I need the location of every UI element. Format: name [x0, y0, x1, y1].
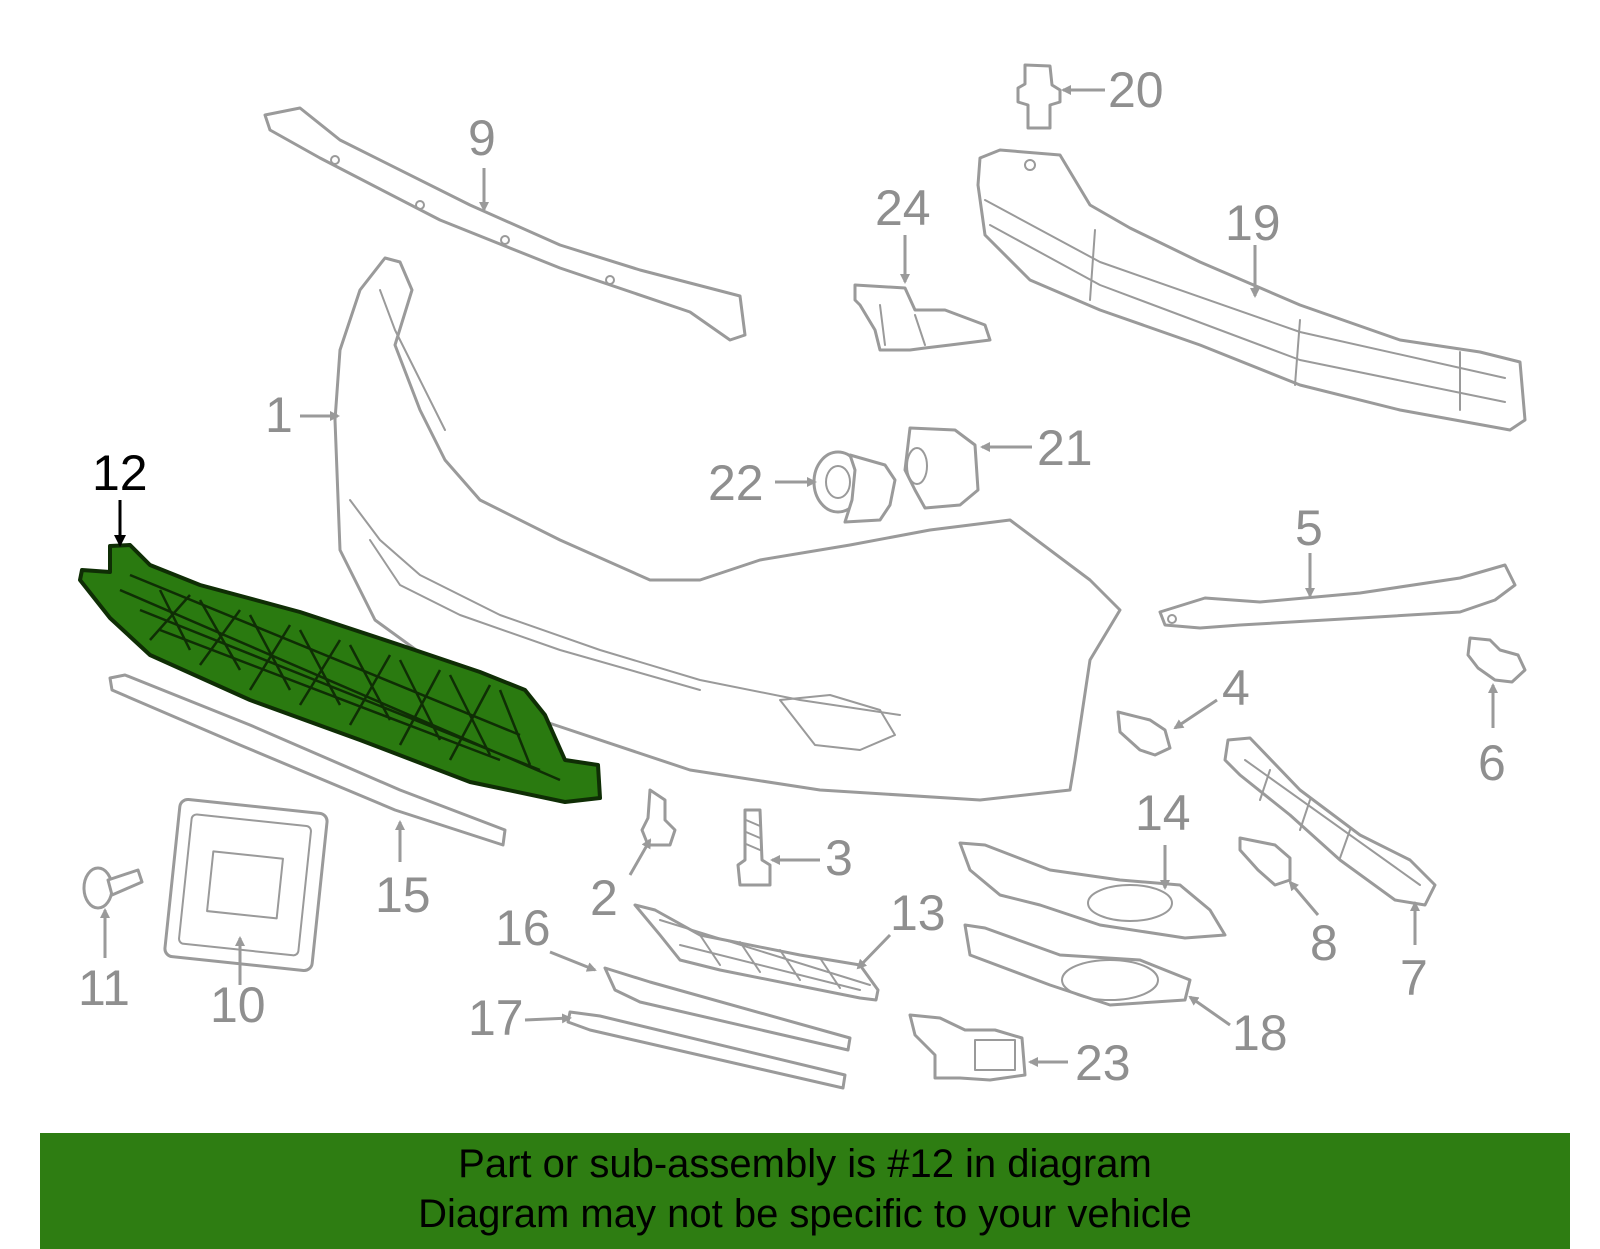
banner-line-2: Diagram may not be specific to your vehi… — [418, 1192, 1192, 1236]
part-22-sensor-retainer — [812, 450, 897, 524]
parts-diagram: 9 1 12 15 10 11 2 3 16 17 13 14 18 23 19… — [78, 62, 1527, 1091]
callout-6: 6 — [1478, 735, 1506, 791]
part-5-side-bracket — [1158, 563, 1517, 630]
callout-15: 15 — [375, 867, 431, 923]
callout-1: 1 — [265, 387, 293, 443]
info-banner: Part or sub-assembly is #12 in diagram D… — [40, 1133, 1570, 1249]
callout-2: 2 — [590, 870, 618, 926]
callout-13: 13 — [890, 885, 946, 941]
banner-line-1: Part or sub-assembly is #12 in diagram — [458, 1142, 1152, 1186]
part-2-clip — [640, 788, 677, 847]
leader-lines — [100, 85, 1498, 1067]
callout-4: 4 — [1222, 660, 1250, 716]
part-24-bracket — [853, 283, 992, 352]
callout-labels: 9 1 12 15 10 11 2 3 16 17 13 14 18 23 19… — [78, 62, 1506, 1091]
part-11-push-clip — [82, 866, 144, 910]
callout-12: 12 — [92, 445, 148, 501]
part-9-upper-bracket — [263, 106, 747, 342]
part-18-fog-ring — [963, 923, 1192, 1007]
part-3-bolt — [736, 808, 772, 887]
callout-5: 5 — [1295, 500, 1323, 556]
part-19-reinforcement-beam — [976, 148, 1527, 432]
part-23-connector — [908, 1013, 1027, 1082]
callout-14: 14 — [1135, 785, 1191, 841]
callout-20: 20 — [1108, 62, 1164, 118]
part-16-grille-trim — [603, 966, 852, 1052]
callout-8: 8 — [1310, 915, 1338, 971]
callout-18: 18 — [1232, 1005, 1288, 1061]
callout-16: 16 — [495, 900, 551, 956]
part-21-parking-sensor — [903, 426, 980, 510]
part-17-lower-trim — [566, 1010, 847, 1090]
callout-17: 17 — [468, 990, 524, 1046]
part-20-bolt — [1016, 63, 1062, 130]
callout-11: 11 — [78, 960, 130, 1016]
callout-23: 23 — [1075, 1035, 1131, 1091]
part-15-lower-molding — [108, 673, 507, 847]
callout-3: 3 — [825, 830, 853, 886]
part-14-fog-bezel — [958, 841, 1227, 940]
callout-10: 10 — [210, 977, 266, 1033]
callout-7: 7 — [1400, 950, 1428, 1006]
part-10-license-bracket — [163, 797, 329, 973]
part-1-bumper-cover — [333, 256, 1122, 802]
callout-24: 24 — [875, 180, 931, 236]
part-8-clip — [1238, 836, 1292, 887]
part-4-clip — [1116, 710, 1172, 757]
callout-9: 9 — [468, 110, 496, 166]
part-13-side-grille — [633, 903, 880, 1002]
part-12-lower-grille — [78, 543, 602, 804]
part-6-bolt — [1466, 636, 1527, 684]
callout-21: 21 — [1037, 420, 1093, 476]
callout-22: 22 — [708, 455, 764, 511]
part-7-side-support — [1223, 736, 1437, 907]
callout-19: 19 — [1225, 195, 1281, 251]
